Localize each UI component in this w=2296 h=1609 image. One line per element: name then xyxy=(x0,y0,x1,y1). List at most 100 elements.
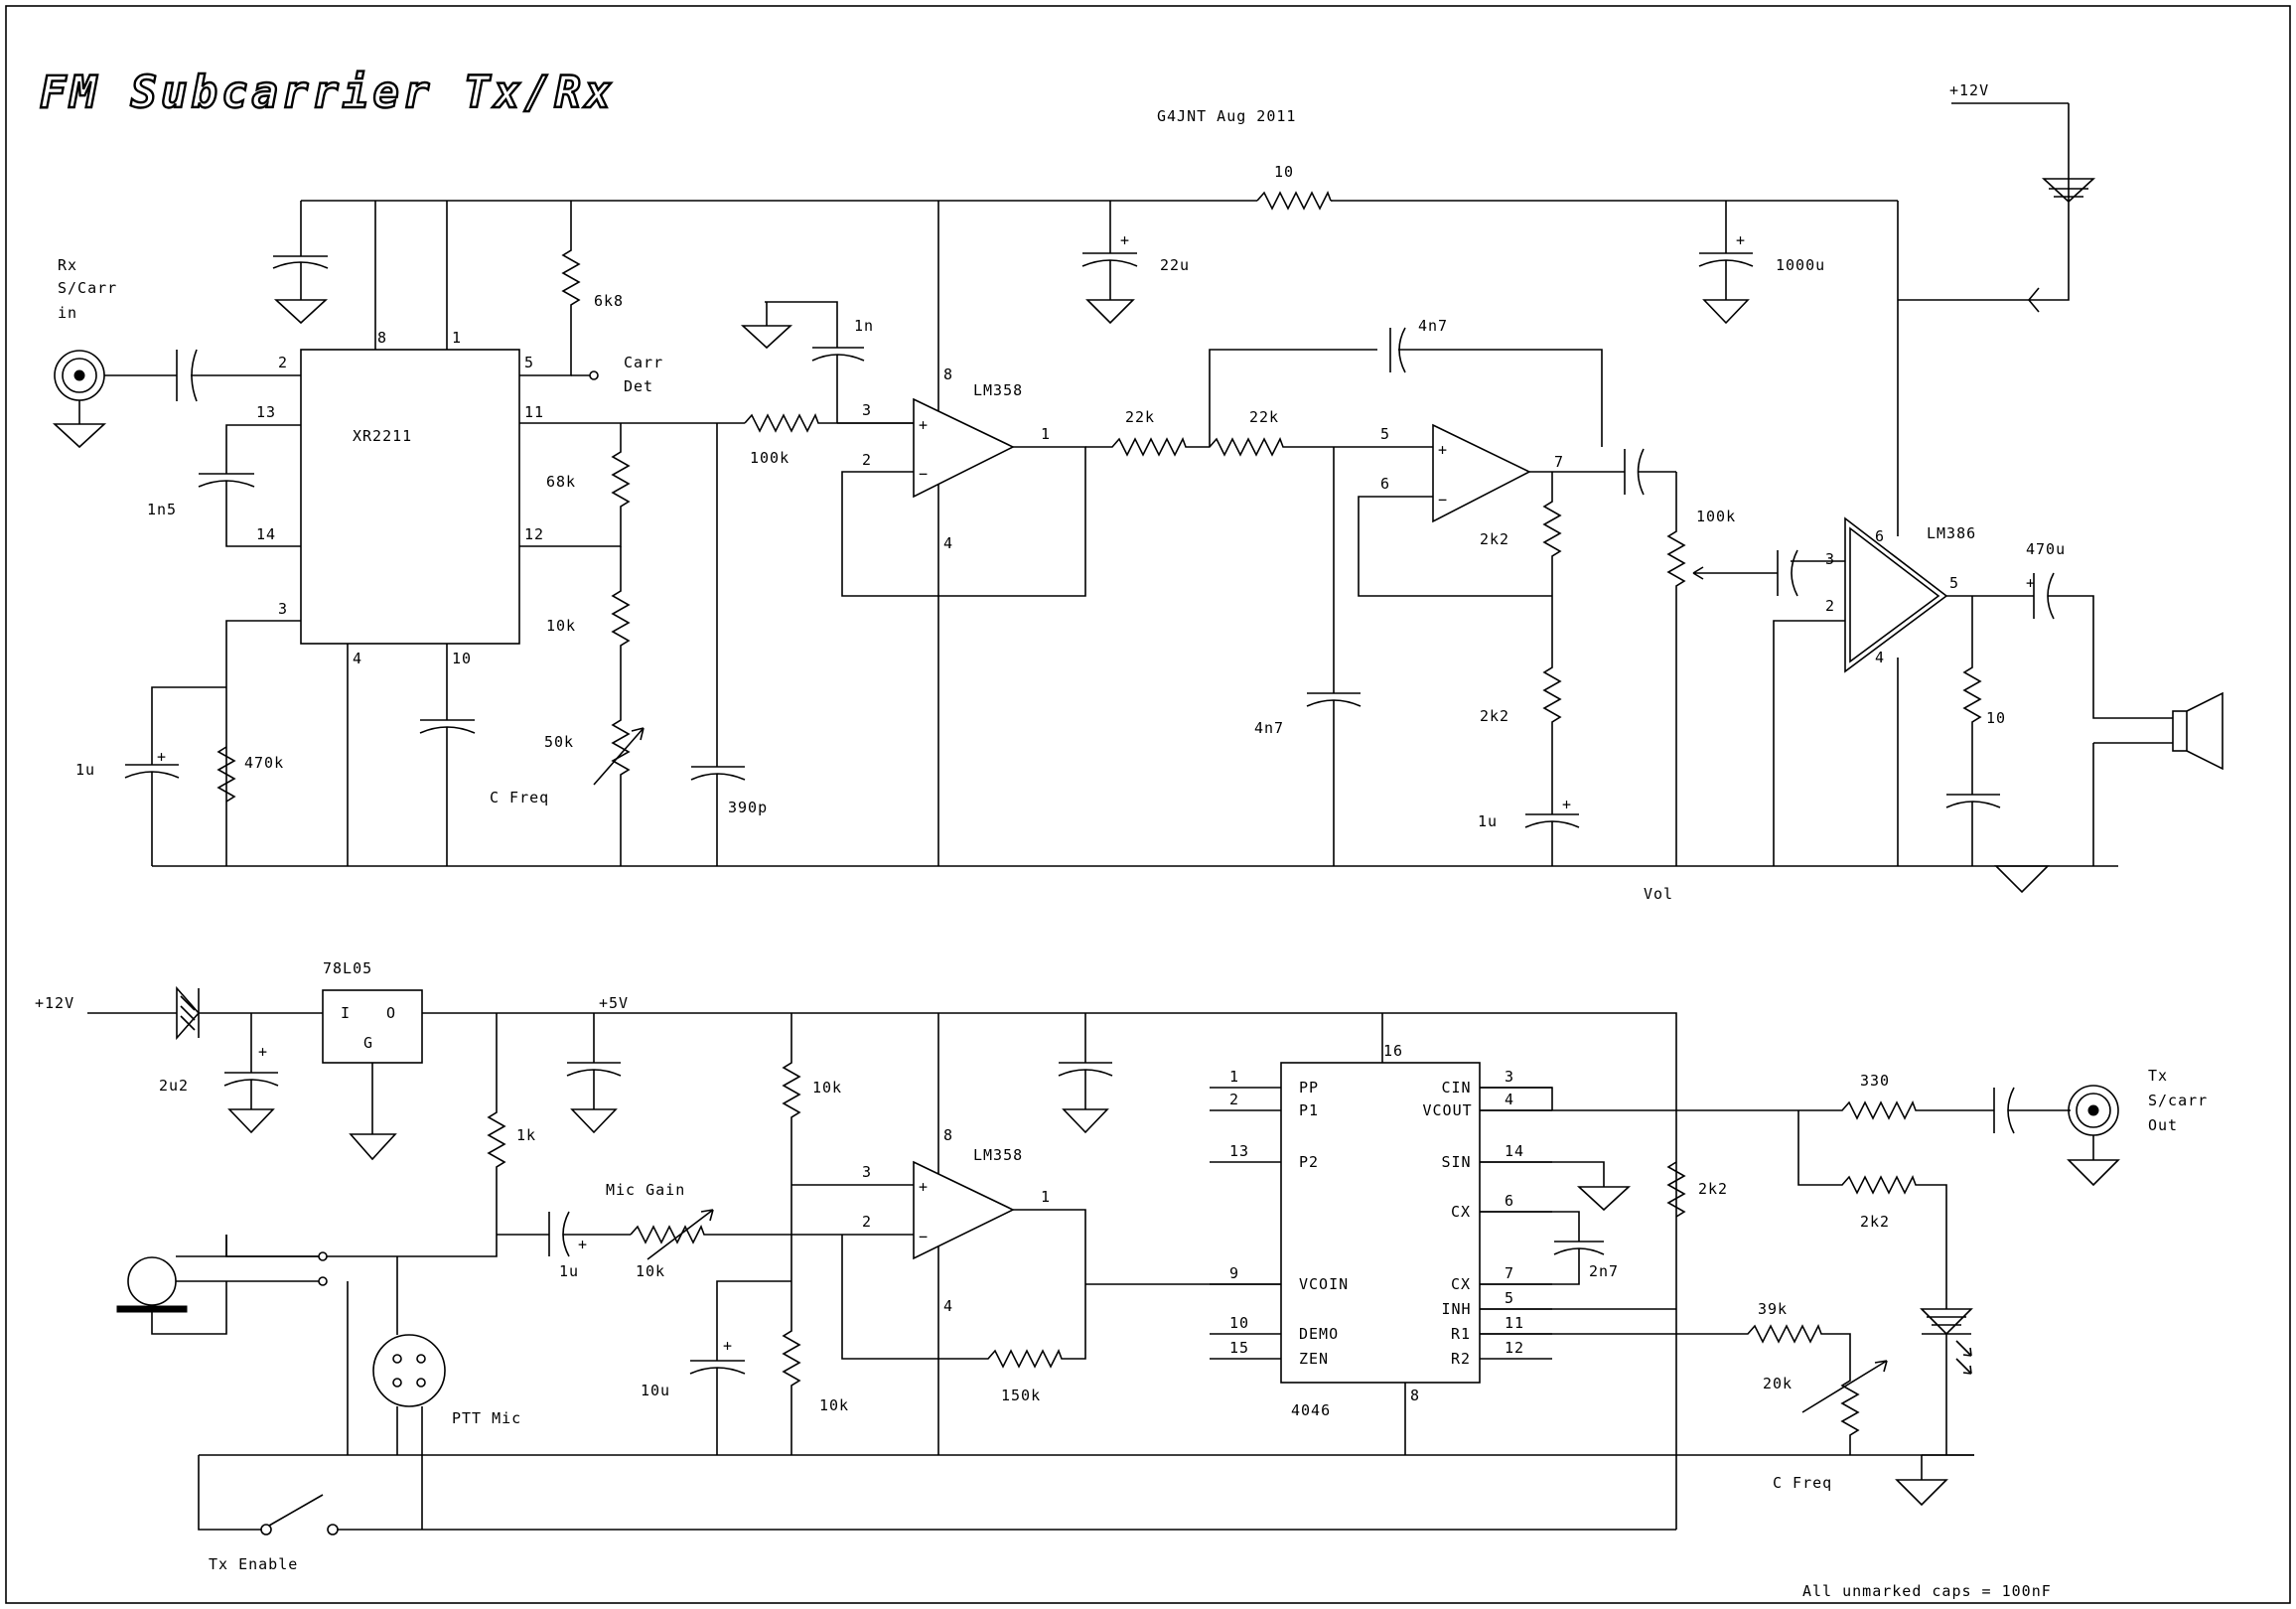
rx-lm358-label: LM358 xyxy=(973,381,1023,399)
cd4046-pin-name: CX xyxy=(1451,1203,1471,1221)
plus5-label: +5V xyxy=(599,994,629,1012)
rx-input-label-3: in xyxy=(58,304,77,322)
op1-pin-2: 2 xyxy=(862,451,872,469)
c1u-b-label: 1u xyxy=(1478,812,1498,830)
r100k-label: 100k xyxy=(750,449,789,467)
xr-pin-4: 4 xyxy=(353,650,362,667)
op2-pin-5: 5 xyxy=(1380,425,1390,443)
cd4046-pin-8: 8 xyxy=(1410,1387,1420,1404)
svg-text:+: + xyxy=(258,1043,268,1061)
cd4046-pin-number: 6 xyxy=(1505,1192,1514,1210)
cd4046-pin-name: CIN xyxy=(1442,1079,1472,1097)
r2k2-b-label: 2k2 xyxy=(1480,707,1509,725)
cd4046-pin-number: 14 xyxy=(1505,1142,1524,1160)
r10-zobel-label: 10 xyxy=(1986,709,2006,727)
r6k8-label: 6k8 xyxy=(594,292,624,310)
svg-text:+: + xyxy=(578,1236,588,1253)
cd4046-chip xyxy=(1280,1062,1481,1384)
tx-output-label-3: Out xyxy=(2148,1116,2178,1134)
regulator-78l05 xyxy=(322,989,423,1064)
rx-input-label-1: Rx xyxy=(58,256,77,274)
r470k-label: 470k xyxy=(244,754,284,772)
svg-text:+: + xyxy=(1438,441,1448,459)
cd4046-pin-16: 16 xyxy=(1383,1042,1403,1060)
c1000u-label: 1000u xyxy=(1776,256,1825,274)
txop-pin-3: 3 xyxy=(862,1163,872,1181)
xr-pin-11: 11 xyxy=(524,403,544,421)
r2k2-a-label: 2k2 xyxy=(1480,530,1509,548)
led-icon xyxy=(1920,1308,1973,1455)
svg-text:+: + xyxy=(1736,231,1746,249)
r10k-top-label: 10k xyxy=(812,1079,842,1097)
rx-section: 10 Rx S/Carr in XR2211 2 8 1 5 13 14 3 1… xyxy=(52,81,2224,903)
footnote: All unmarked caps = 100nF xyxy=(1802,1582,2052,1600)
cd4046-pin-name: R2 xyxy=(1451,1350,1471,1368)
c1n5-label: 1n5 xyxy=(147,501,177,518)
tx-enable-label: Tx Enable xyxy=(209,1555,298,1573)
cd4046-label: 4046 xyxy=(1291,1401,1331,1419)
txop-pin-2: 2 xyxy=(862,1213,872,1231)
pot10k-tx-label: 10k xyxy=(636,1262,665,1280)
sheet-border xyxy=(5,5,2291,1604)
cd4046-pin-name: INH xyxy=(1442,1300,1472,1318)
r10-supply-label: 10 xyxy=(1274,163,1294,181)
carr-det-label-2: Det xyxy=(624,377,653,395)
pot100k-label: 100k xyxy=(1696,508,1736,525)
tx-opamp xyxy=(913,1160,1015,1260)
rx-opamp-1 xyxy=(913,397,1015,499)
cd4046-pin-name: ZEN xyxy=(1299,1350,1329,1368)
svg-text:−: − xyxy=(1438,491,1448,509)
speaker-icon xyxy=(2172,691,2224,771)
xr-pin-5: 5 xyxy=(524,354,534,371)
xr-pin-14: 14 xyxy=(256,525,276,543)
rx-opamp-2 xyxy=(1432,423,1531,523)
xr2211-chip xyxy=(300,349,520,645)
op1-pin-4: 4 xyxy=(943,534,953,552)
tx-bnc-connector xyxy=(2067,1085,2120,1187)
svg-text:+: + xyxy=(1562,796,1572,813)
c1n-label: 1n xyxy=(854,317,874,335)
tx-output-label-2: S/carr xyxy=(2148,1092,2208,1109)
xr-pin-8: 8 xyxy=(377,329,387,347)
c390p-label: 390p xyxy=(728,799,768,816)
reg-pin-in: I xyxy=(341,1004,351,1022)
cd4046-pin-number: 4 xyxy=(1505,1091,1514,1108)
c-freq-label: C Freq xyxy=(490,789,549,806)
r39k-label: 39k xyxy=(1758,1300,1788,1318)
lm386-pin-5: 5 xyxy=(1949,574,1959,592)
cd4046-pin-name: SIN xyxy=(1442,1153,1472,1171)
op2-pin-6: 6 xyxy=(1380,475,1390,493)
author-date: G4JNT Aug 2011 xyxy=(1157,107,1296,125)
r10k-label: 10k xyxy=(546,617,576,635)
xr-pin-13: 13 xyxy=(256,403,276,421)
ptt-mic-connector xyxy=(372,1334,446,1407)
cd4046-pin-number: 5 xyxy=(1505,1289,1514,1307)
r22k-a-label: 22k xyxy=(1125,408,1155,426)
c2n7-label: 2n7 xyxy=(1589,1262,1619,1280)
reg-label: 78L05 xyxy=(323,959,372,977)
ptt-mic-label: PTT Mic xyxy=(452,1409,521,1427)
tx-c-freq-label: C Freq xyxy=(1773,1474,1832,1492)
op1-pin-8: 8 xyxy=(943,366,953,383)
cd4046-pin-number: 3 xyxy=(1505,1068,1514,1086)
c22u-label: 22u xyxy=(1160,256,1190,274)
svg-text:+: + xyxy=(723,1337,733,1355)
tx-output-label-1: Tx xyxy=(2148,1067,2168,1085)
lm386-amp xyxy=(1844,516,1948,673)
r68k-label: 68k xyxy=(546,473,576,491)
cd4046-pin-number: 12 xyxy=(1505,1339,1524,1357)
carr-det-label-1: Carr xyxy=(624,354,663,371)
op1-pin-3: 3 xyxy=(862,401,872,419)
cd4046-pin-name: VCOUT xyxy=(1423,1101,1473,1119)
cd4046-pin-number: 15 xyxy=(1229,1339,1249,1357)
svg-text:+: + xyxy=(2026,574,2036,592)
c1u-tx-label: 1u xyxy=(559,1262,579,1280)
rx-input-label-2: S/Carr xyxy=(58,279,117,297)
cd4046-pin-number: 10 xyxy=(1229,1314,1249,1332)
cd4046-pin-number: 11 xyxy=(1505,1314,1524,1332)
svg-text:+: + xyxy=(919,416,929,434)
lm386-pin-3: 3 xyxy=(1825,550,1835,568)
c10u-label: 10u xyxy=(641,1382,670,1399)
r330-label: 330 xyxy=(1860,1072,1890,1090)
